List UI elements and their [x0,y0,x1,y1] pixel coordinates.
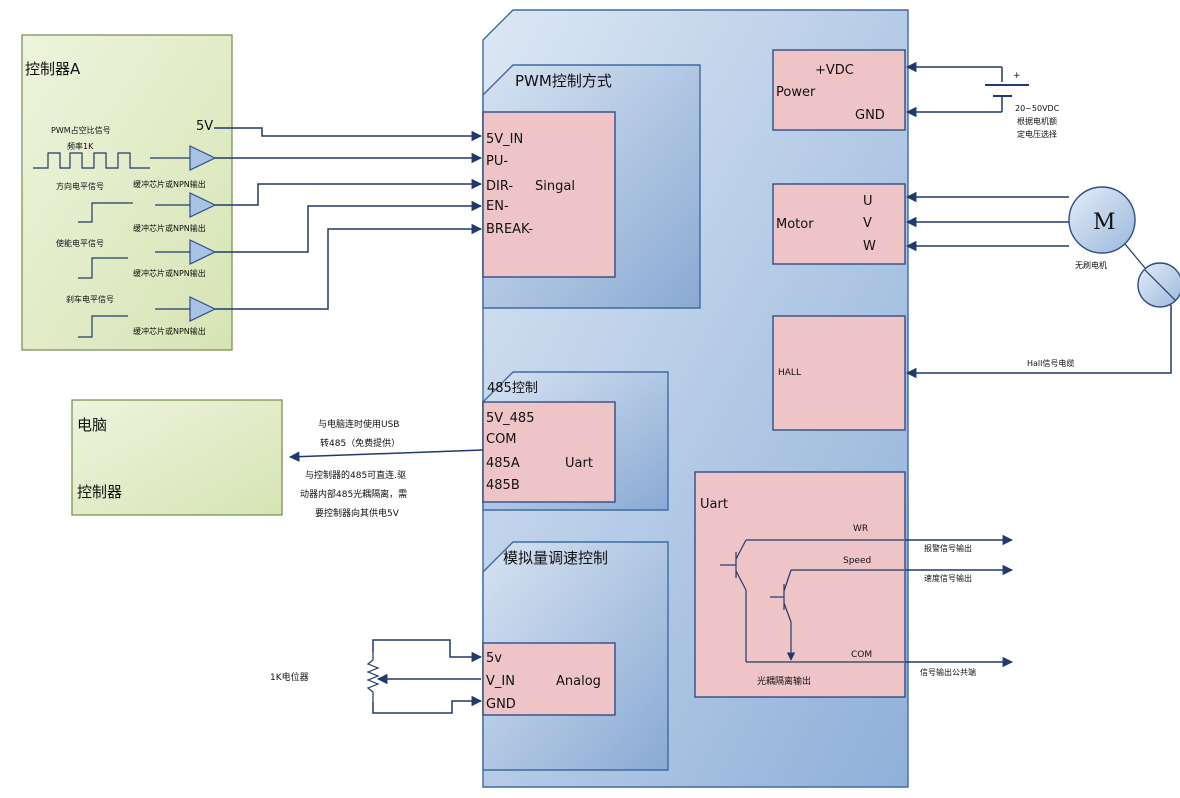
transistor-1-icon [720,539,904,662]
rs485-control-section: 485控制 5V_485 COM 485A Uart 485B [482,371,669,511]
battery-supply: + 20~50VDC 根据电机额 定电压选择 [905,61,1060,139]
pin-en: EN- [486,199,509,214]
svg-text:根据电机额: 根据电机额 [1017,116,1057,126]
buffer-label-1: 缓冲芯片或NPN输出 [133,179,206,189]
pin-com: COM [486,432,517,447]
alarm-output-label: 报警信号输出 [924,543,972,553]
pc-label: 电脑 [77,416,107,434]
signal-outputs: 报警信号输出 速度信号输出 信号输出公共端 [905,534,1014,677]
pin-gnd: GND [486,697,516,712]
hall-sensor-icon [1137,262,1180,308]
pwm-signal-label: PWM占空比信号 [51,125,111,135]
buffer-label-4: 缓冲芯片或NPN输出 [133,326,206,336]
svg-text:与控制器的485可直连.驱: 与控制器的485可直连.驱 [305,469,406,481]
power-label: Power [776,85,816,100]
motor-icon [1068,186,1136,254]
five-v-label: 5V [196,119,213,134]
pin-pu: PU- [486,154,508,169]
pin-485a: 485A [486,456,520,471]
hall-box: HALL [772,315,906,431]
uart-out-title: Uart [700,497,728,512]
motor-symbol: M [1093,210,1116,235]
pin-v-in: V_IN [486,674,515,689]
rs485-input-box [482,401,616,503]
svg-text:动器内部485光耦隔离，需: 动器内部485光耦隔离，需 [300,488,407,500]
potentiometer: 1K电位器 [270,639,483,714]
battery-plus: + [1013,71,1021,81]
svg-text:与电脑连时使用USB: 与电脑连时使用USB [318,418,399,430]
motor-phase-wires: Hall信号电缆 [905,191,1172,379]
dir-signal-label: 方向电平信号 [56,181,104,191]
potentiometer-label: 1K电位器 [270,671,309,683]
pwm-waveform-icon [33,152,150,169]
pin-5v-485: 5V_485 [486,411,534,426]
pin-485b: 485B [486,478,520,493]
pc-notes: 与电脑连时使用USB 转485（免费提供） 与控制器的485可直连.驱 动器内部… [300,418,407,519]
speed-output-label: 速度信号输出 [924,573,972,583]
hall-cable-label: Hall信号电缆 [1027,358,1074,368]
pc-controller-box: 电脑 控制器 [71,399,283,516]
pwm-control-section: PWM控制方式 5V_IN PU- DIR- Singal EN- BREAK- [482,64,701,309]
controller-a-title: 控制器A [25,60,81,78]
svg-text:转485（免费提供）: 转485（免费提供） [320,437,400,449]
brake-signal-label: 刹车电平信号 [66,294,114,304]
brake-step-icon [78,315,128,338]
rs485-section-title: 485控制 [487,381,538,396]
buffer-label-2: 缓冲芯片或NPN输出 [133,223,206,233]
resistor-icon [366,652,380,702]
wr-label: WR [853,524,868,534]
phase-v: V [863,216,872,231]
common-output-label: 信号输出公共端 [920,667,976,677]
pin-5v: 5v [486,651,502,666]
transistor-2-icon [770,569,904,661]
en-step-icon [78,257,128,279]
motor-box: Motor U V W [772,183,906,265]
svg-text:定电压选择: 定电压选择 [1017,129,1057,139]
rs485-wire [288,449,484,462]
gnd-label: GND [855,108,885,123]
bldc-motor: M 无刷电机 [1068,186,1180,308]
buffer-label-3: 缓冲芯片或NPN输出 [133,268,206,278]
optocoupler-footer: 光耦隔离输出 [757,675,811,687]
pwm-freq-label: 频率1K [67,141,94,151]
signal-label: Singal [535,179,575,194]
vdc-label: +VDC [815,63,854,78]
pwm-section-title: PWM控制方式 [515,72,612,90]
analog-section-title: 模拟量调速控制 [503,549,608,567]
pin-dir: DIR- [486,179,513,194]
uart-label: Uart [565,456,593,471]
phase-w: W [863,239,876,254]
motor-name: 无刷电机 [1075,260,1107,270]
en-signal-label: 使能电平信号 [56,238,104,248]
hall-label: HALL [778,368,801,378]
pwm-wires [214,127,483,310]
motor-label: Motor [776,217,814,232]
speed-label: Speed [843,556,871,566]
analog-control-section: 模拟量调速控制 5v V_IN Analog GND [482,541,669,771]
svg-text:20~50VDC: 20~50VDC [1015,104,1060,113]
svg-text:要控制器向其供电5V: 要控制器向其供电5V [315,507,400,519]
controller-label: 控制器 [77,483,122,501]
pin-5v-in: 5V_IN [486,132,523,147]
analog-label: Analog [556,674,601,689]
pwm-input-box [482,111,616,278]
analog-input-box [482,642,616,716]
phase-u: U [863,194,873,209]
dir-step-icon [78,202,128,223]
power-box: +VDC Power GND [772,49,906,131]
controller-a-box: 控制器A PWM占空比信号 频率1K 5V 方向电平信号 使能电平信号 刹车电平… [21,34,233,351]
uart-output-box: Uart WR Speed COM 光耦隔离输出 [694,471,906,698]
com-label: COM [851,650,872,660]
pin-break: BREAK- [486,222,533,237]
